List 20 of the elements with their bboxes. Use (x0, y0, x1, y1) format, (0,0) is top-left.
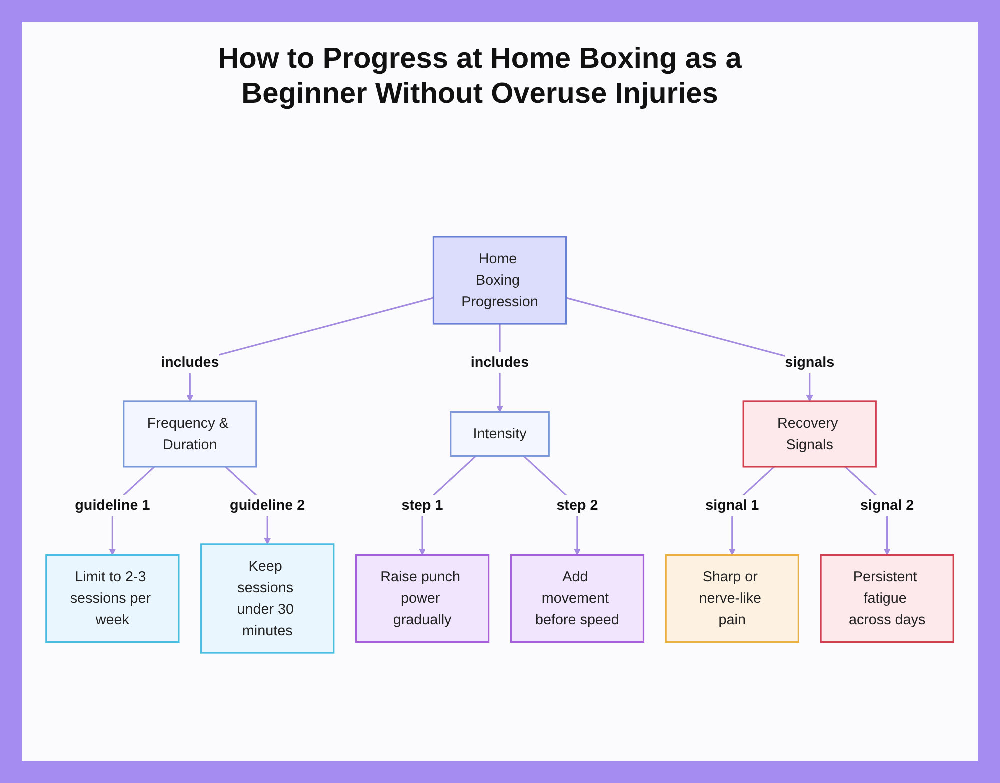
edge-label: includes (470, 354, 530, 370)
edge-label: signal 1 (706, 497, 760, 514)
node-box: Frequency & Duration (123, 400, 258, 468)
node-box: Recovery Signals (742, 400, 877, 468)
edge-label: guideline 2 (230, 497, 306, 514)
edge-label: signal 2 (860, 497, 914, 514)
node-box: Persistent fatigue across days (820, 554, 954, 644)
node-box: Keep sessions under 30 minutes (200, 544, 335, 654)
edge-label: step 2 (556, 497, 598, 514)
edge-label: includes (160, 354, 220, 370)
node-box: Sharp or nerve-like pain (665, 554, 800, 644)
edge-label: step 1 (402, 497, 444, 514)
node-box: Raise punch power gradually (355, 554, 490, 644)
node-box: Home Boxing Progression (432, 236, 568, 325)
edge-label: signals (785, 354, 835, 370)
node-box: Intensity (450, 411, 550, 457)
title: How to Progress at Home Boxing as a Beginner Without Overuse Injuries (217, 42, 743, 112)
node-box: Add movement before speed (510, 554, 645, 644)
edge-label: guideline 1 (75, 497, 150, 514)
node-box: Limit to 2-3 sessions per week (46, 554, 180, 644)
